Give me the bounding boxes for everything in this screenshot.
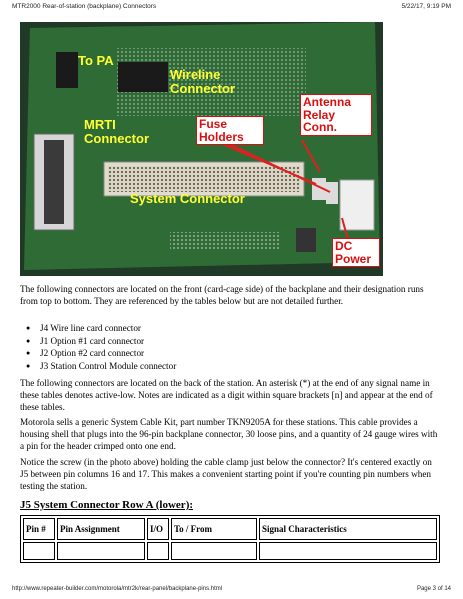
cable-kit-paragraph: Motorola sells a generic System Cable Ki… — [20, 417, 438, 452]
col-signal-characteristics: Signal Characteristics — [259, 518, 437, 540]
page-header: MTR2000 Rear-of-station (backplane) Conn… — [12, 3, 451, 13]
label-dc-power: DC Power — [332, 238, 380, 268]
label-system-connector: System Connector — [130, 191, 245, 206]
col-to-from: To / From — [171, 518, 257, 540]
active-low-paragraph: The following connectors are located on … — [20, 378, 433, 413]
label-wireline-connector: Wireline Connector — [170, 67, 235, 96]
label-mrti-connector: MRTI Connector — [84, 117, 149, 146]
connector-list: J4 Wire line card connector J1 Option #1… — [20, 322, 176, 372]
backplane-photo: To PA Wireline Connector MRTI Connector … — [20, 22, 383, 276]
footer-url[interactable]: http://www.repeater-builder.com/motorola… — [12, 586, 223, 592]
header-title: MTR2000 Rear-of-station (backplane) Conn… — [12, 3, 157, 10]
col-pin: Pin # — [23, 518, 55, 540]
label-antenna-relay: Antenna Relay Conn. — [300, 94, 372, 136]
j5-row-a-table: Pin # Pin Assignment I/O To / From Signa… — [20, 515, 440, 563]
intro-paragraph: The following connectors are located on … — [20, 284, 424, 307]
label-to-pa: To PA — [78, 53, 114, 68]
header-datetime: 5/22/17, 9:19 PM — [401, 3, 451, 10]
section-title: J5 System Connector Row A (lower): — [20, 499, 194, 511]
col-pin-assignment: Pin Assignment — [57, 518, 145, 540]
list-item: J3 Station Control Module connector — [26, 360, 176, 373]
footer-page-number: Page 3 of 14 — [416, 586, 451, 592]
label-fuse-holders: Fuse Holders — [196, 116, 264, 146]
list-item: J1 Option #1 card connector — [26, 335, 176, 348]
list-item: J2 Option #2 card connector — [26, 347, 176, 360]
col-io: I/O — [147, 518, 169, 540]
screw-paragraph: Notice the screw (in the photo above) ho… — [20, 457, 432, 492]
page-footer: http://www.repeater-builder.com/motorola… — [12, 586, 451, 595]
table-row — [23, 542, 437, 560]
table-header-row: Pin # Pin Assignment I/O To / From Signa… — [23, 518, 437, 540]
list-item: J4 Wire line card connector — [26, 322, 176, 335]
backplane-illustration — [20, 22, 383, 276]
